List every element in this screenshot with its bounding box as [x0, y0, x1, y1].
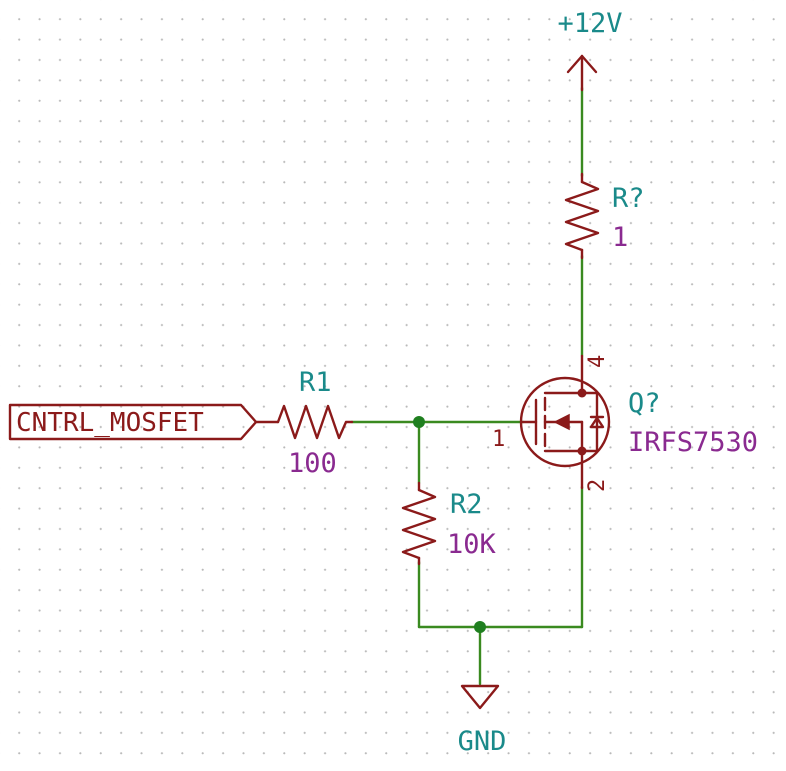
q1-value: IRFS7530 [628, 427, 758, 458]
r1-ref: R1 [299, 367, 332, 398]
power-12v-label: +12V [557, 8, 622, 39]
ground-symbol [460, 684, 500, 710]
r2-ref: R2 [450, 489, 483, 520]
q1-ref: Q? [628, 388, 661, 419]
r1-value: 100 [288, 448, 337, 479]
input-label-text: CNTRL_MOSFET [16, 408, 204, 438]
junction-gate-node [413, 416, 425, 428]
r2-value: 10K [447, 529, 497, 560]
rsense-ref: R? [612, 183, 645, 214]
q1-pin-drain: 4 [585, 355, 610, 368]
ground-label: GND [458, 726, 507, 757]
resistor-r2 [401, 481, 437, 566]
resistor-rsense [564, 172, 600, 260]
mosfet-q1 [519, 354, 611, 490]
q1-pin-source: 2 [585, 479, 610, 492]
rsense-value: 1 [612, 222, 628, 253]
wires [350, 86, 584, 686]
resistor-r1 [276, 404, 354, 440]
q1-pin-gate: 1 [492, 427, 505, 452]
junction-ground-node [474, 621, 486, 633]
input-label-cntrl-mosfet [8, 403, 280, 441]
power-12v-symbol [566, 54, 598, 92]
